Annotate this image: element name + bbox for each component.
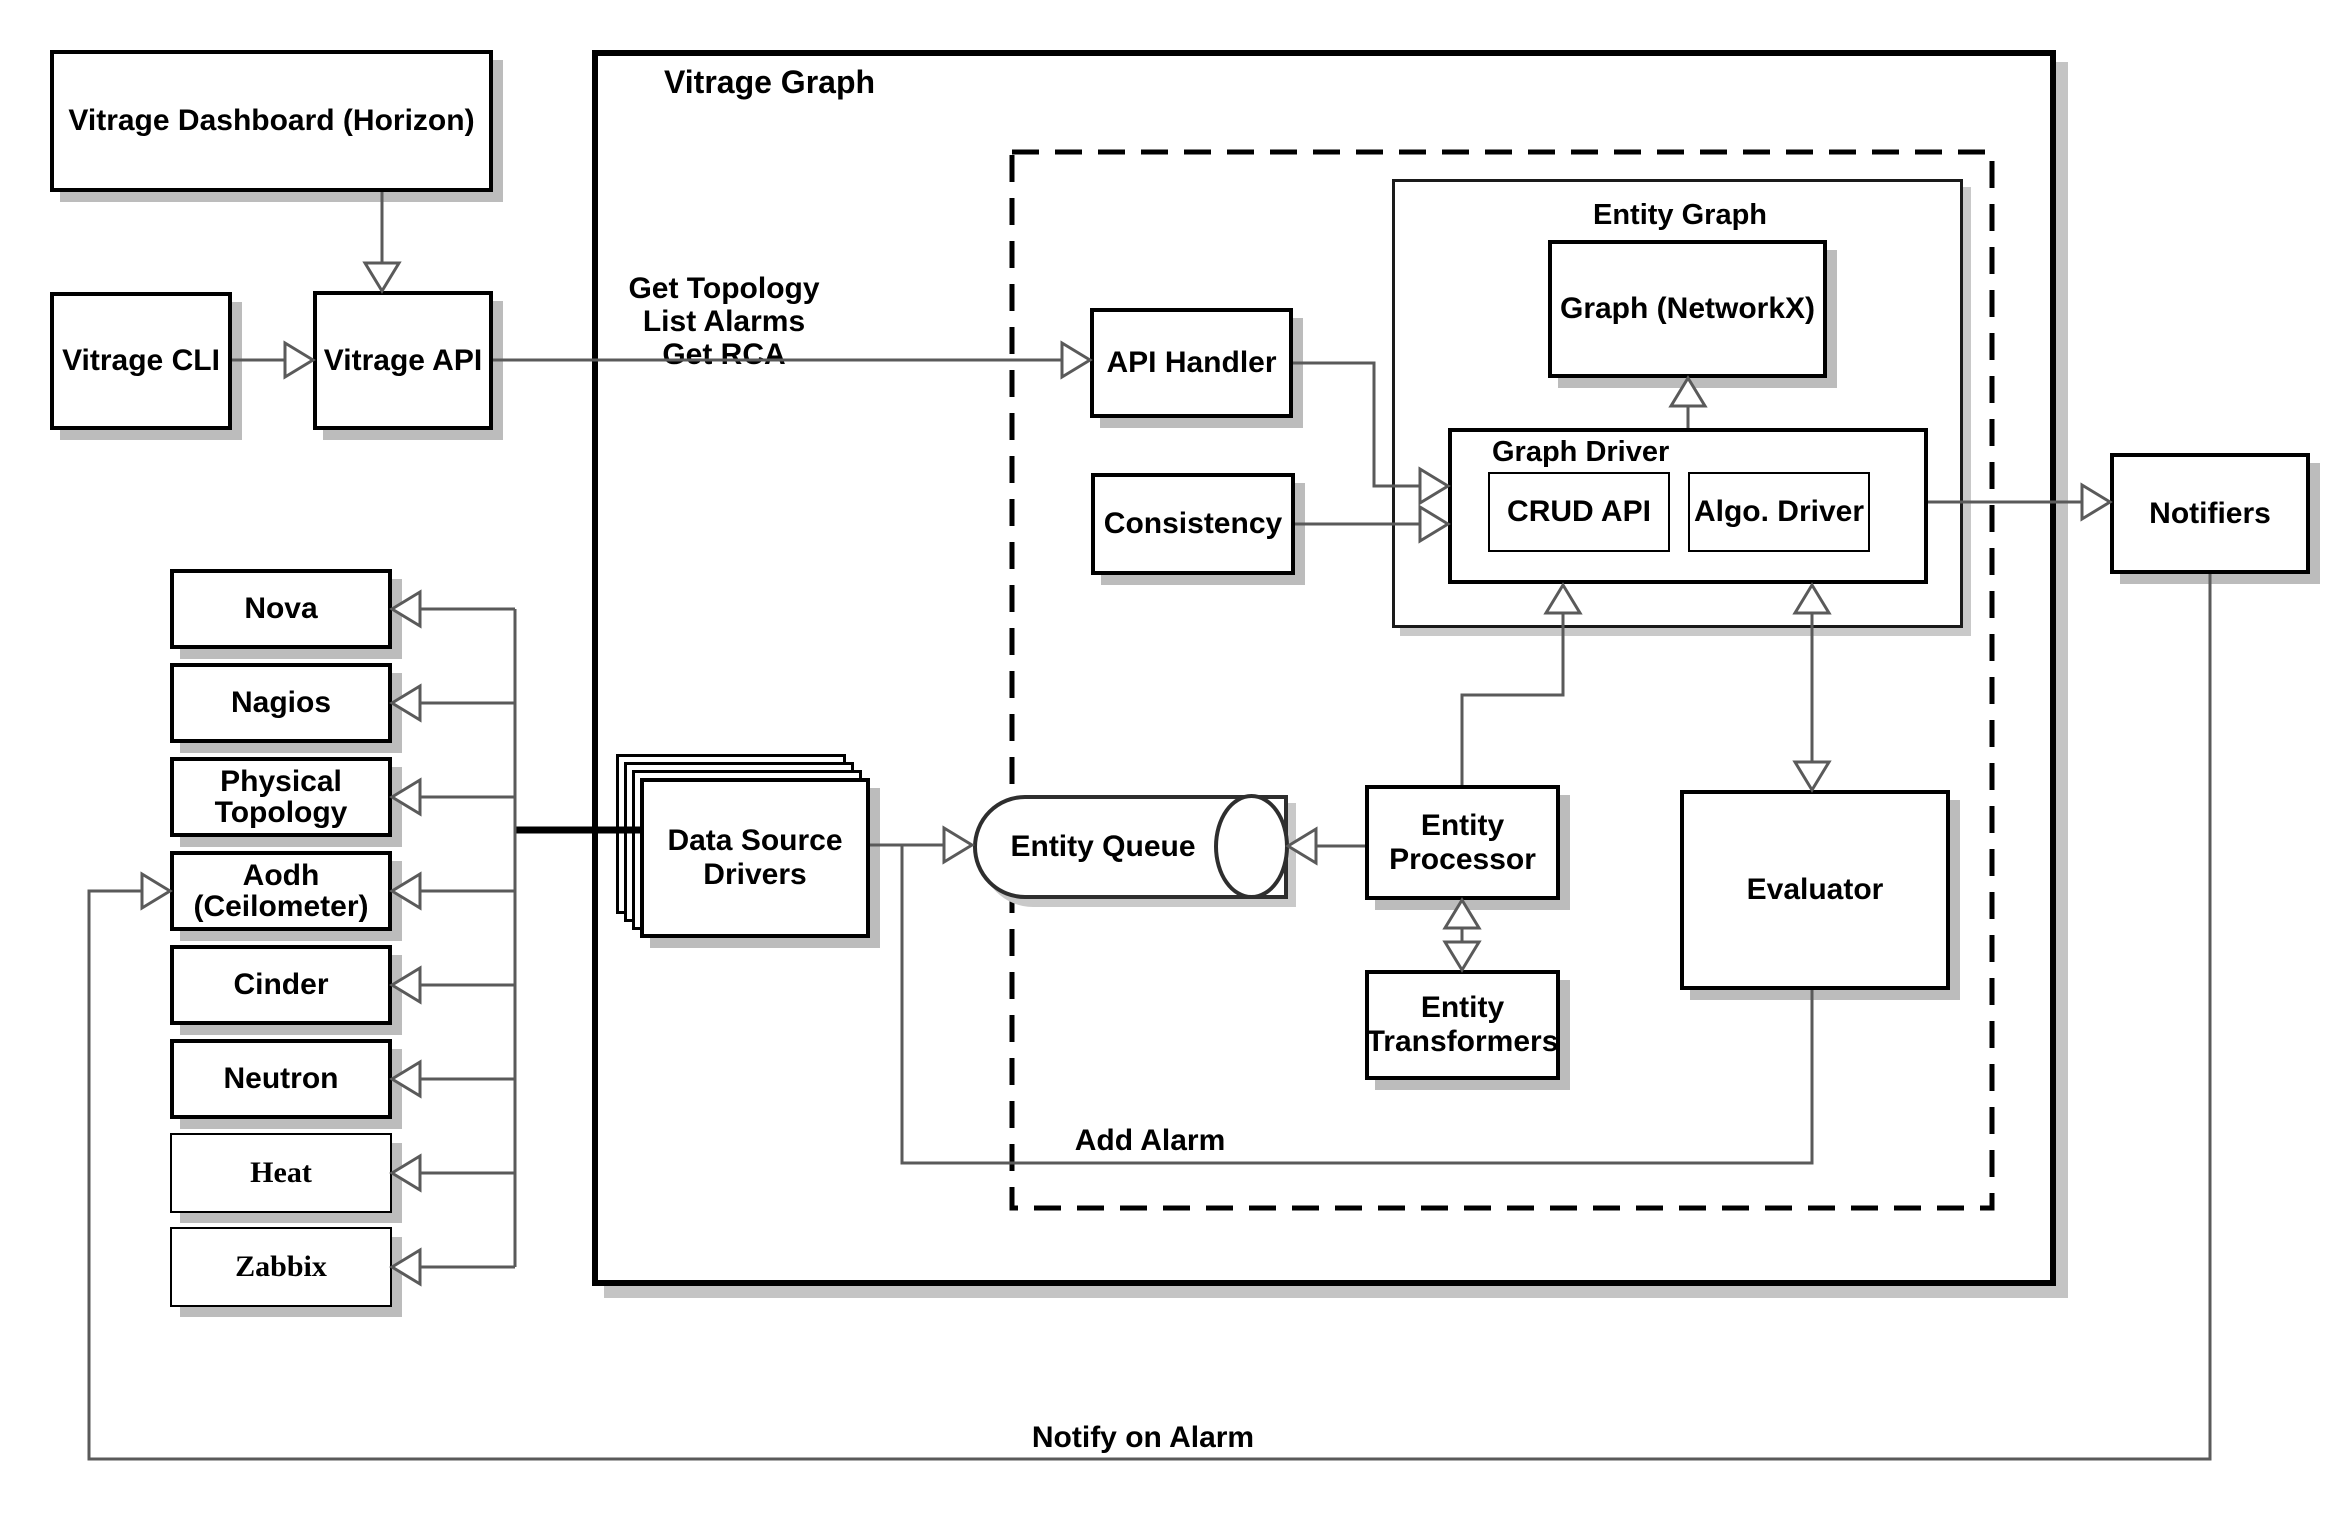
- source-box-nova: Nova: [170, 569, 392, 649]
- entity-graph-title: Entity Graph: [1592, 199, 1767, 231]
- notify-on-alarm-label: Notify on Alarm: [1031, 1421, 1255, 1454]
- crud-api-box: CRUD API: [1488, 472, 1670, 552]
- vitrage-api-box: Vitrage API: [313, 291, 493, 430]
- vitrage-graph-title: Vitrage Graph: [664, 64, 876, 100]
- arrowhead-left-icon: [389, 683, 422, 723]
- arrowhead-right-icon: [283, 340, 316, 380]
- entity-processor-box: Entity Processor: [1365, 785, 1560, 900]
- arrowhead-left-icon: [389, 871, 422, 911]
- arrowhead-down-icon: [362, 261, 402, 294]
- arrowhead-left-icon: [389, 777, 422, 817]
- source-box-cinder: Cinder: [170, 945, 392, 1025]
- arrowhead-left-icon: [389, 1059, 422, 1099]
- entity-transformers-box: Entity Transformers: [1365, 970, 1560, 1080]
- entity-queue-cylinder-cap: [1214, 794, 1289, 899]
- api-calls-label: Get Topology List Alarms Get RCA: [628, 272, 820, 371]
- api-handler-box: API Handler: [1090, 308, 1293, 418]
- algo-driver-box: Algo. Driver: [1688, 472, 1870, 552]
- arrowhead-left-icon: [389, 965, 422, 1005]
- source-box-nagios: Nagios: [170, 663, 392, 743]
- source-box-neutron: Neutron: [170, 1039, 392, 1119]
- source-box-zabbix: Zabbix: [170, 1227, 392, 1307]
- arrowhead-right-icon: [2080, 482, 2113, 522]
- source-box-aodh-ceilometer: Aodh (Ceilometer): [170, 851, 392, 931]
- source-box-heat: Heat: [170, 1133, 392, 1213]
- arrowhead-left-icon: [389, 1247, 422, 1287]
- vitrage-dashboard-box: Vitrage Dashboard (Horizon): [50, 50, 493, 192]
- graph-networkx-box: Graph (NetworkX): [1548, 240, 1827, 378]
- arrowhead-left-icon: [389, 1153, 422, 1193]
- arrowhead-right-icon: [140, 871, 173, 911]
- data-source-drivers-box: Data Source Drivers: [640, 778, 870, 938]
- vitrage-cli-box: Vitrage CLI: [50, 292, 232, 430]
- source-box-physical-topology: Physical Topology: [170, 757, 392, 837]
- graph-driver-title: Graph Driver: [1492, 436, 1670, 468]
- consistency-box: Consistency: [1091, 473, 1295, 575]
- arrowhead-left-icon: [389, 589, 422, 629]
- add-alarm-label: Add Alarm: [1074, 1124, 1226, 1157]
- notifiers-box: Notifiers: [2110, 453, 2310, 574]
- evaluator-box: Evaluator: [1680, 790, 1950, 990]
